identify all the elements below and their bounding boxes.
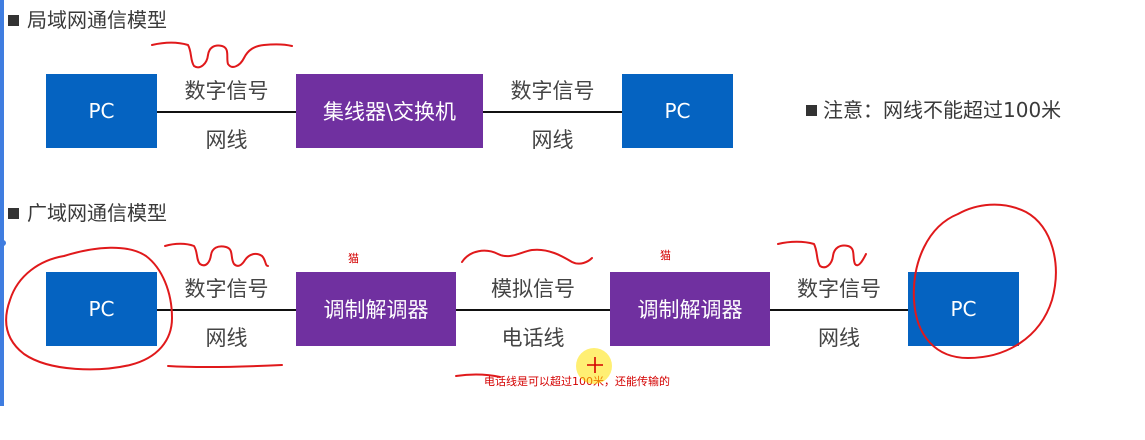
wan-modem-left: 调制解调器 <box>296 272 456 346</box>
wan-pc-left: PC <box>46 272 157 346</box>
cursor-highlight <box>576 348 612 384</box>
wan-signal-middle: 模拟信号 <box>491 277 575 301</box>
phone-line-note: 电话线是可以超过100米，还能传输的 <box>484 375 670 388</box>
lan-title: 局域网通信模型 <box>27 8 167 32</box>
crosshair-cursor-icon <box>587 357 603 373</box>
wan-title: 广域网通信模型 <box>27 201 167 225</box>
squiggle-wan-analog <box>461 248 593 265</box>
lan-medium-right: 网线 <box>531 128 574 152</box>
modem-left-annotation: 猫 <box>348 252 359 265</box>
lan-link-right <box>483 111 622 113</box>
window-left-edge <box>0 0 4 406</box>
wan-modem-right: 调制解调器 <box>610 272 770 346</box>
wan-link-middle <box>456 309 610 311</box>
wan-signal-left: 数字信号 <box>184 277 269 301</box>
lan-signal-left: 数字信号 <box>184 79 269 103</box>
modem-right-annotation: 猫 <box>660 249 671 262</box>
wan-signal-right: 数字信号 <box>797 277 881 301</box>
lan-heading: 局域网通信模型 <box>8 8 167 32</box>
wan-heading: 广域网通信模型 <box>8 201 167 225</box>
squiggle-wan-signal-right <box>777 240 867 269</box>
bullet-icon <box>8 208 19 219</box>
wan-pc-right: PC <box>908 272 1019 346</box>
lan-signal-right: 数字信号 <box>510 79 595 103</box>
wan-medium-middle: 电话线 <box>501 326 565 350</box>
wan-link-left <box>157 309 296 311</box>
lan-pc-right: PC <box>622 74 733 148</box>
lan-medium-left: 网线 <box>205 128 248 152</box>
squiggle-wan-signal-left <box>164 242 269 267</box>
bullet-icon <box>8 15 19 26</box>
wan-link-right <box>770 309 908 311</box>
lan-note: 注意：网线不能超过100米 <box>806 94 1061 123</box>
bullet-icon <box>806 105 817 116</box>
lan-pc-left: PC <box>46 74 157 148</box>
wan-medium-left: 网线 <box>205 326 248 350</box>
lan-hub-switch: 集线器\交换机 <box>296 74 483 148</box>
lan-link-left <box>157 111 296 113</box>
resize-handle[interactable] <box>0 240 6 246</box>
underline-wan-medium-left <box>167 364 283 369</box>
lan-note-text: 注意：网线不能超过100米 <box>823 98 1062 122</box>
wan-medium-right: 网线 <box>818 326 860 350</box>
squiggle-lan-signal <box>151 41 293 69</box>
